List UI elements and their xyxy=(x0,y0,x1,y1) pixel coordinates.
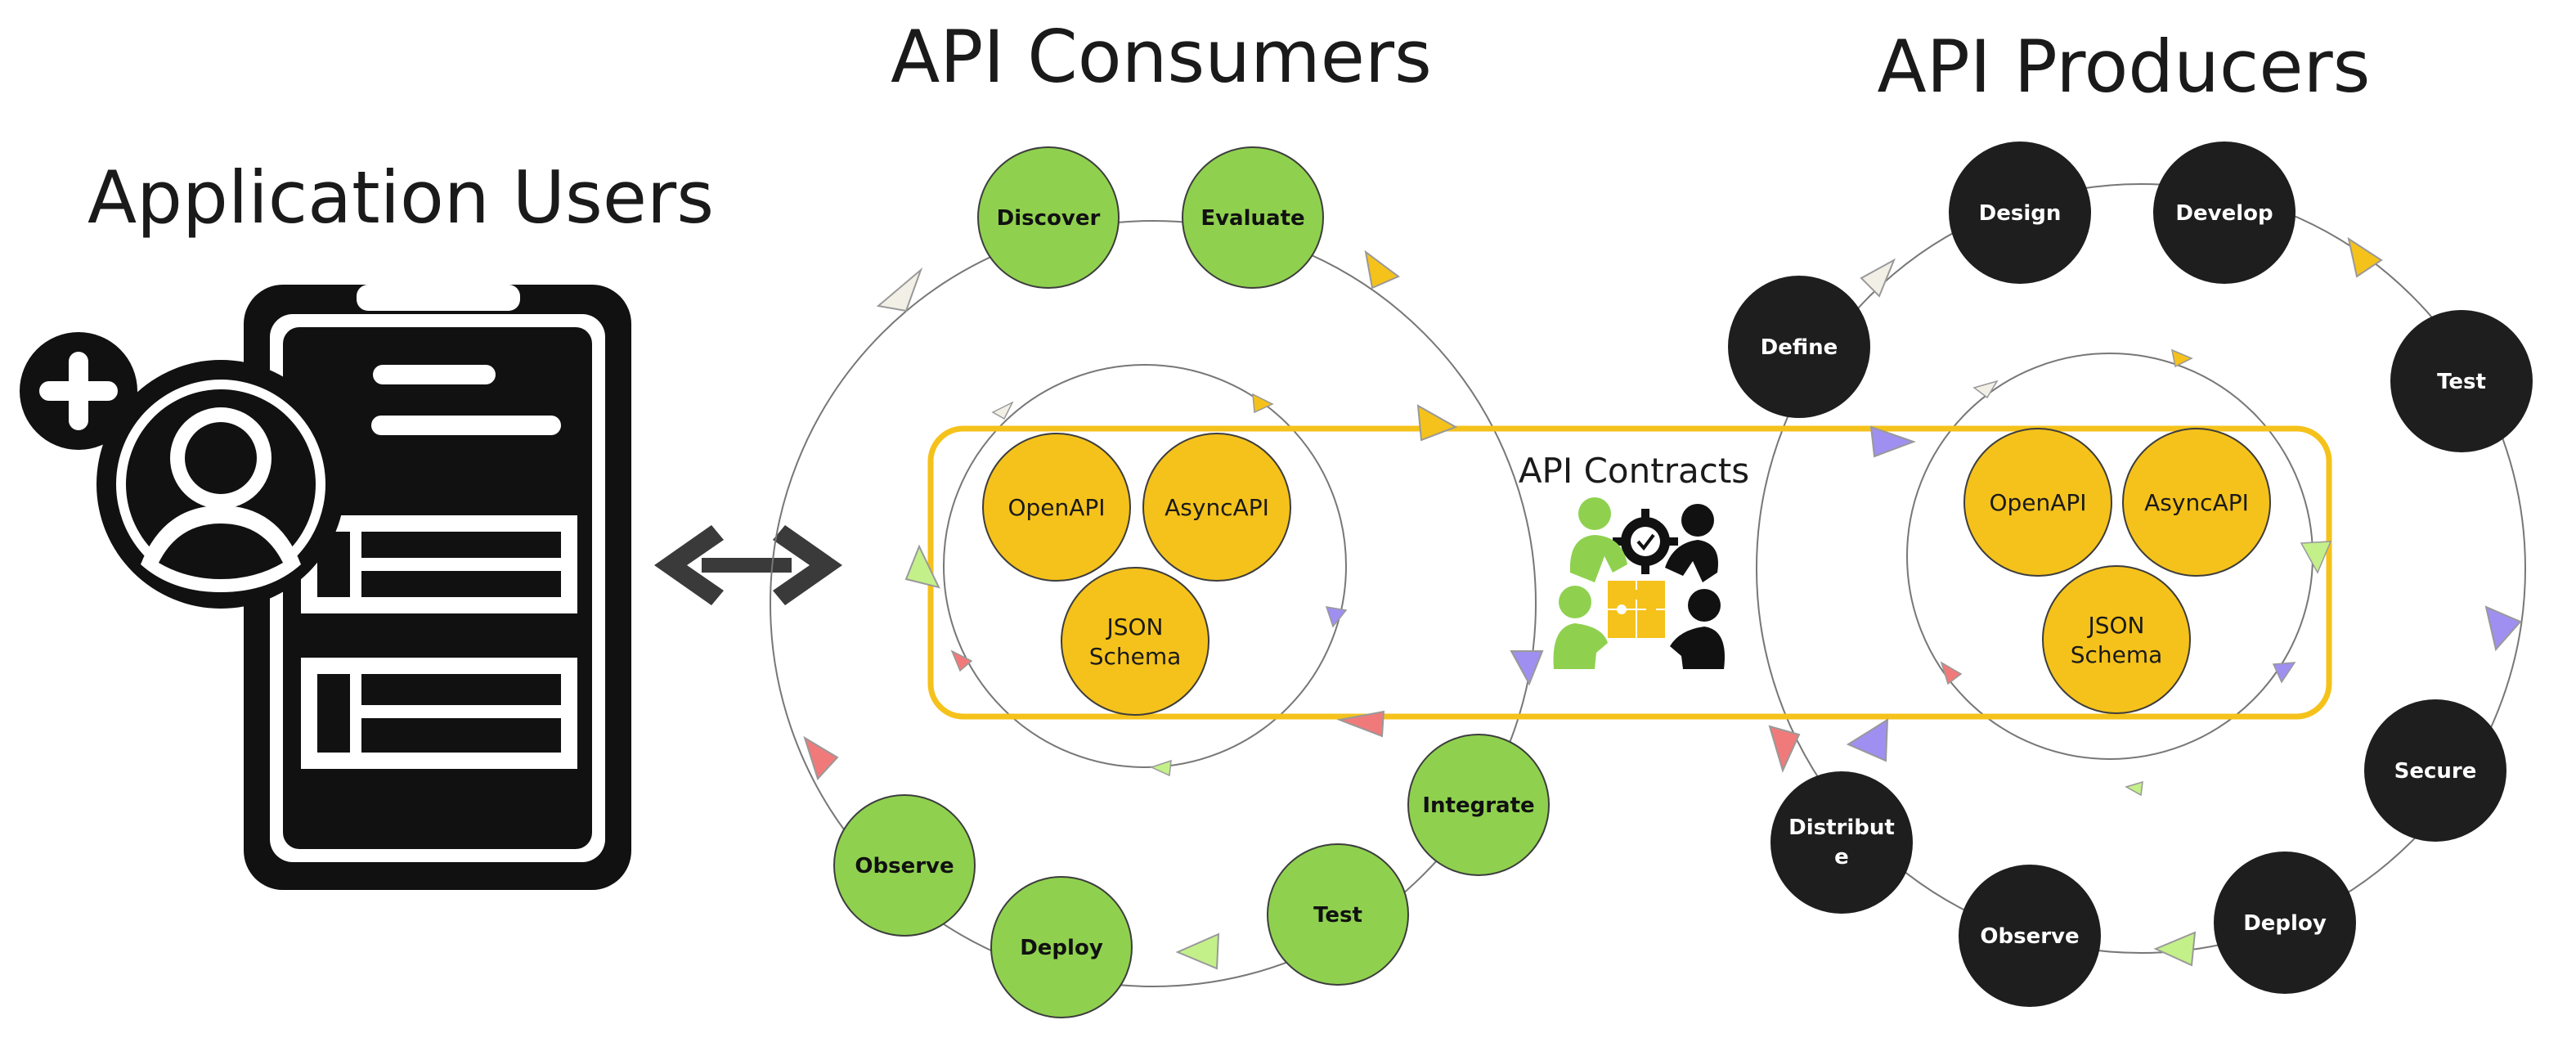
producer-node-label: Define xyxy=(1761,335,1838,360)
flow-arrow xyxy=(1860,258,1896,298)
flow-arrow xyxy=(1364,249,1400,290)
spec-label: AsyncAPI xyxy=(1165,494,1269,521)
consumer-spec-json-schema: JSON Schema xyxy=(1061,567,1209,716)
spec-label: OpenAPI xyxy=(1008,494,1105,521)
flow-arrow xyxy=(1768,725,1801,773)
producer-node-secure: Secure xyxy=(2364,699,2506,842)
flow-arrow xyxy=(904,544,940,589)
flow-arrow-small xyxy=(1252,393,1274,414)
inner-flow-arrows xyxy=(950,348,2332,797)
flow-arrow-small xyxy=(2170,348,2193,368)
flow-arrow xyxy=(1869,425,1916,458)
producer-node-label: Test xyxy=(2437,370,2486,394)
spec-label: AsyncAPI xyxy=(2144,489,2249,516)
flow-arrow xyxy=(876,267,923,312)
flow-arrow xyxy=(803,735,839,780)
consumer-node-label: Observe xyxy=(855,854,954,878)
producer-node-label-line2: e xyxy=(1834,845,1849,869)
flow-arrow-small xyxy=(1149,759,1172,777)
consumer-inner-ring xyxy=(943,364,1347,768)
flow-arrow xyxy=(2484,605,2522,652)
producer-node-design: Design xyxy=(1949,142,2091,284)
spec-label-line2: Schema xyxy=(2071,641,2163,668)
consumer-node-discover: Discover xyxy=(977,146,1120,289)
flow-arrow-small xyxy=(2272,662,2296,684)
consumer-node-label: Discover xyxy=(997,206,1101,231)
consumer-node-observe: Observe xyxy=(833,794,976,937)
consumer-node-integrate: Integrate xyxy=(1407,734,1550,876)
flow-arrow xyxy=(1510,650,1544,686)
producer-node-deploy: Deploy xyxy=(2214,852,2356,994)
producer-node-test: Test xyxy=(2390,310,2533,452)
flow-arrow-small xyxy=(950,649,973,672)
collaboration-puzzle-icon xyxy=(1553,497,1725,669)
flow-arrow-small xyxy=(991,401,1014,420)
producer-spec-asyncapi: AsyncAPI xyxy=(2122,428,2271,577)
consumer-node-test: Test xyxy=(1267,843,1409,986)
mobile-phone-icon xyxy=(244,285,631,890)
flow-arrow xyxy=(2153,931,2197,967)
title-api-producers: API Producers xyxy=(1878,25,2371,109)
flow-arrow xyxy=(1416,404,1458,442)
add-user-icon xyxy=(20,332,345,609)
producer-spec-json-schema: JSON Schema xyxy=(2042,565,2191,714)
flow-arrow-small xyxy=(2300,541,2332,574)
producer-spec-openapi: OpenAPI xyxy=(1963,428,2112,577)
spec-label: OpenAPI xyxy=(1989,489,2086,516)
consumer-outer-ring xyxy=(770,220,1537,987)
consumer-spec-asyncapi: AsyncAPI xyxy=(1142,433,1291,582)
consumer-node-evaluate: Evaluate xyxy=(1182,146,1324,289)
spec-label-line1: JSON xyxy=(1105,613,1163,640)
producer-outer-ring xyxy=(1756,183,2526,954)
consumer-node-label: Integrate xyxy=(1422,793,1534,818)
producer-node-observe: Observe xyxy=(1959,865,2101,1007)
consumer-node-label: Test xyxy=(1313,903,1362,928)
title-application-users: Application Users xyxy=(88,155,714,240)
flow-arrow-small xyxy=(2125,780,2143,797)
spec-label-line2: Schema xyxy=(1089,643,1182,670)
consumer-node-label: Evaluate xyxy=(1200,206,1304,231)
flow-arrow xyxy=(1846,718,1889,762)
flow-arrow xyxy=(2347,236,2383,278)
consumer-node-deploy: Deploy xyxy=(990,876,1133,1018)
producer-node-develop: Develop xyxy=(2153,142,2296,284)
flow-arrow xyxy=(1175,932,1220,970)
flow-arrow-small xyxy=(1972,380,1999,399)
spec-label-line1: JSON xyxy=(2086,612,2144,639)
consumer-node-label: Deploy xyxy=(1020,936,1103,960)
producer-node-label: Design xyxy=(1979,201,2062,226)
title-api-consumers: API Consumers xyxy=(891,15,1432,99)
flow-arrow xyxy=(1336,710,1385,738)
producer-node-label: Secure xyxy=(2394,759,2477,784)
flow-arrows xyxy=(803,236,2522,970)
producer-node-define: Define xyxy=(1728,276,1870,418)
producer-node-label-line1: Distribut xyxy=(1788,816,1895,840)
double-arrow-icon xyxy=(654,525,842,605)
producer-node-distribute: Distribut e xyxy=(1770,771,1913,914)
producer-node-label: Observe xyxy=(1980,924,2079,949)
consumer-spec-openapi: OpenAPI xyxy=(982,433,1131,582)
producer-node-label: Deploy xyxy=(2243,911,2327,936)
api-contracts-label: API Contracts xyxy=(1519,451,1749,491)
flow-arrow-small xyxy=(1325,606,1348,628)
producer-node-label: Develop xyxy=(2175,201,2273,226)
flow-arrow-small xyxy=(1940,661,1963,685)
